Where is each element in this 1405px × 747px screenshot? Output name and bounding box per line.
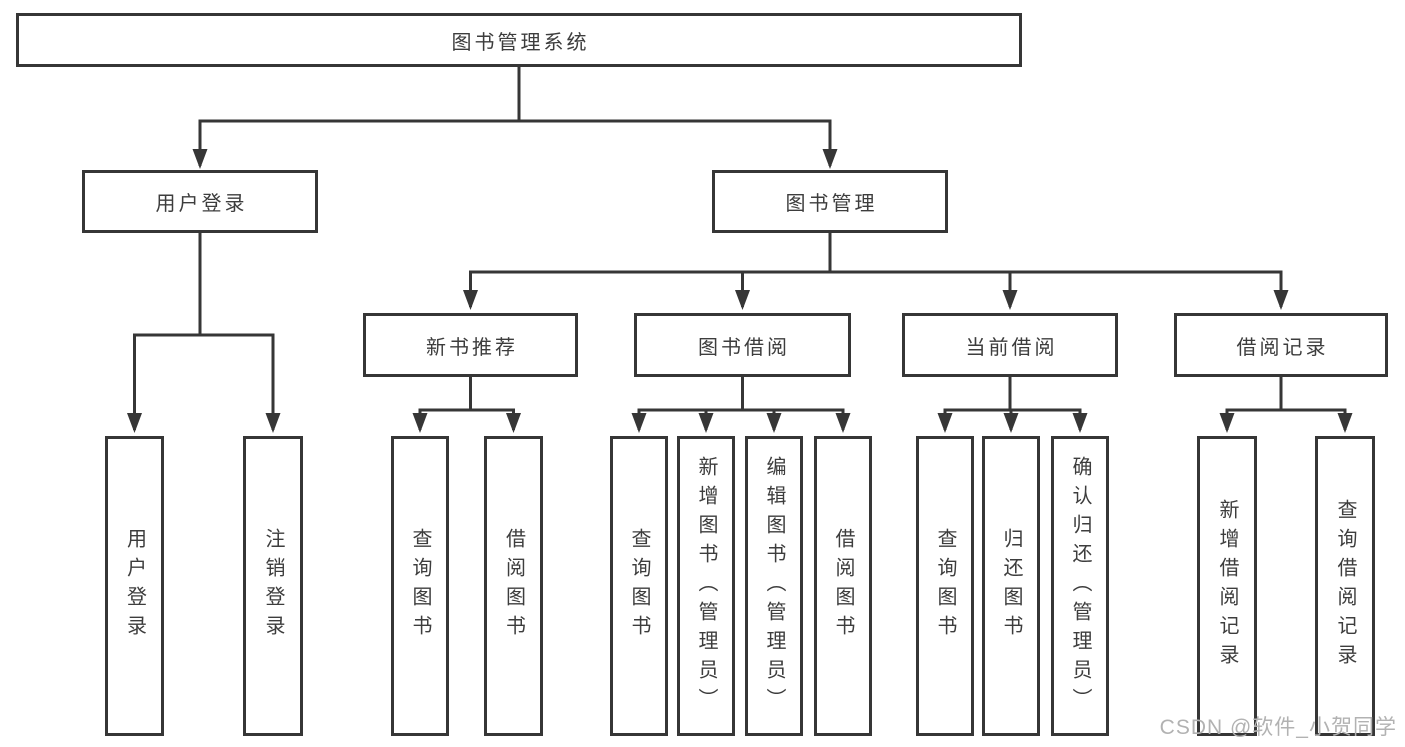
node-borrow-records-label: 借阅记录	[1236, 336, 1329, 359]
leaf-query-books-3: 查询图书	[916, 436, 974, 736]
node-user-login: 用户登录	[82, 170, 318, 233]
leaf-query-books-2: 查询图书	[610, 436, 668, 736]
node-current-borrow-label: 当前借阅	[965, 336, 1058, 359]
node-book-management-label: 图书管理	[785, 193, 878, 215]
leaf-borrow-books-2-label: 借阅图书	[832, 528, 854, 644]
leaf-add-book-admin: 新增图书（管理员）	[677, 436, 735, 736]
leaf-query-books-2-label: 查询图书	[628, 528, 650, 644]
leaf-query-books-1: 查询图书	[391, 436, 449, 736]
leaf-user-login: 用户登录	[105, 436, 164, 736]
node-borrow-records: 借阅记录	[1174, 313, 1388, 377]
node-user-login-label: 用户登录	[155, 193, 248, 215]
leaf-add-borrow-record: 新增借阅记录	[1197, 436, 1257, 736]
leaf-borrow-books-1: 借阅图书	[484, 436, 543, 736]
csdn-watermark: CSDN @软件_小贺同学	[1159, 716, 1397, 739]
leaf-borrow-books-1-label: 借阅图书	[502, 528, 525, 644]
leaf-query-books-3-label: 查询图书	[934, 528, 956, 644]
leaf-query-borrow-record: 查询借阅记录	[1315, 436, 1375, 736]
leaf-edit-book-admin: 编辑图书（管理员）	[745, 436, 803, 736]
leaf-confirm-return-admin-label: 确认归还（管理员）	[1069, 455, 1091, 717]
node-root-label: 图书管理系统	[451, 31, 590, 54]
node-new-book-recommend: 新书推荐	[363, 313, 578, 377]
leaf-logout-label: 注销登录	[262, 528, 284, 644]
leaf-user-login-label: 用户登录	[123, 528, 146, 644]
node-new-book-recommend-label: 新书推荐	[426, 336, 518, 359]
leaf-add-borrow-record-label: 新增借阅记录	[1216, 499, 1238, 673]
leaf-query-books-1-label: 查询图书	[409, 528, 431, 644]
leaf-borrow-books-2: 借阅图书	[814, 436, 872, 736]
leaf-query-borrow-record-label: 查询借阅记录	[1334, 499, 1356, 673]
leaf-logout: 注销登录	[243, 436, 303, 736]
node-book-management: 图书管理	[712, 170, 948, 233]
node-book-borrow: 图书借阅	[634, 313, 851, 377]
leaf-edit-book-admin-label: 编辑图书（管理员）	[763, 455, 785, 717]
node-current-borrow: 当前借阅	[902, 313, 1118, 377]
node-root-library-system: 图书管理系统	[16, 13, 1022, 67]
leaf-confirm-return-admin: 确认归还（管理员）	[1051, 436, 1109, 736]
leaf-return-book-label: 归还图书	[1000, 528, 1022, 644]
leaf-add-book-admin-label: 新增图书（管理员）	[695, 455, 717, 717]
node-book-borrow-label: 图书借阅	[698, 336, 790, 359]
leaf-return-book: 归还图书	[982, 436, 1040, 736]
